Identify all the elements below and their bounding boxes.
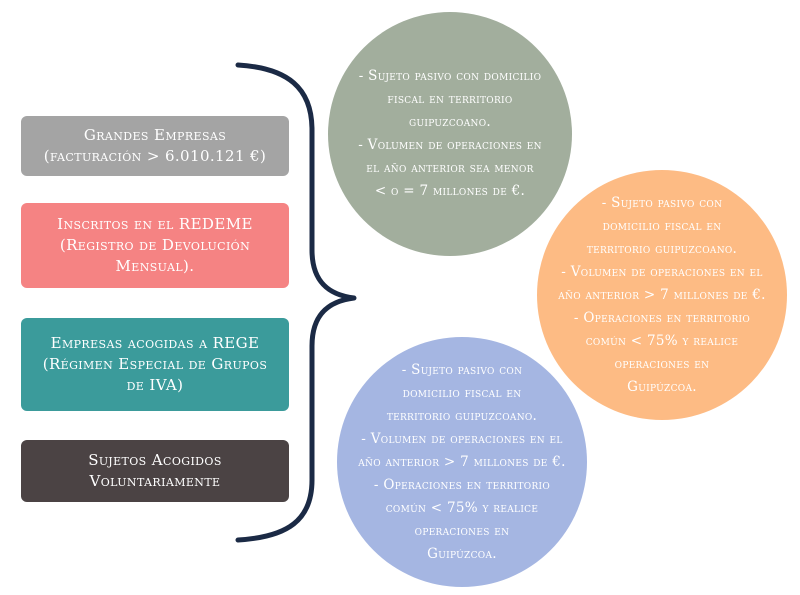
circle-text-line: territorio guipuzcoano. bbox=[586, 240, 738, 257]
box-line: de IVA) bbox=[126, 376, 184, 394]
box-sujetos-voluntarios: Sujetos Acogidos Voluntariamente bbox=[21, 440, 289, 502]
circle-text-line: fiscal en territorio bbox=[387, 91, 513, 107]
box-line: (Régimen Especial de Grupos bbox=[42, 355, 268, 373]
circle-text-line: - Sujeto pasivo con bbox=[601, 194, 723, 211]
circle-criteria-green: - Sujeto pasivo con domicilio fiscal en t… bbox=[328, 12, 572, 256]
box-line: Voluntariamente bbox=[89, 472, 221, 490]
circle-text-line: domicilio fiscal en bbox=[602, 217, 722, 234]
circle-text-line: < o = 7 millones de €. bbox=[374, 183, 526, 199]
box-empresas-rege: Empresas acogidas a REGE (Régimen Especi… bbox=[21, 318, 289, 411]
circle-text-line: Guipúzcoa. bbox=[627, 378, 697, 395]
box-line: Sujetos Acogidos bbox=[88, 451, 222, 469]
circle-text-line: domicilio fiscal en bbox=[402, 384, 522, 401]
circle-text-line: año anterior > 7 millones de €. bbox=[358, 453, 566, 470]
box-grandes-empresas: Grandes Empresas (facturación > 6.010.12… bbox=[21, 116, 289, 176]
box-line: (facturación > 6.010.121 €) bbox=[43, 147, 267, 165]
circle-criteria-orange: - Sujeto pasivo con domicilio fiscal en te… bbox=[537, 170, 787, 420]
circle-text-line: - Volumen de operaciones en bbox=[358, 137, 542, 153]
circle-text-line: común < 75% y realice bbox=[585, 332, 739, 349]
curly-brace-shape bbox=[235, 62, 357, 543]
circle-text-line: territorio guipuzcoano. bbox=[386, 407, 538, 424]
circle-text-line: - Sujeto pasivo con domicilio bbox=[358, 68, 542, 84]
circle-text-line: - Sujeto pasivo con bbox=[401, 361, 523, 378]
circle-text-line: el año anterior sea menor bbox=[366, 160, 534, 176]
circle-criteria-blue: - Sujeto pasivo con domicilio fiscal en te… bbox=[337, 337, 587, 587]
box-inscritos-redeme: Inscritos en el REDEME (Registro de Devo… bbox=[21, 203, 289, 288]
circle-text-line: - Volumen de operaciones en el bbox=[361, 430, 563, 447]
circle-text-line: operaciones en bbox=[414, 522, 510, 539]
box-line: Grandes Empresas bbox=[83, 126, 227, 144]
circle-text-line: año anterior > 7 millones de €. bbox=[558, 286, 766, 303]
circle-text-line: - Volumen de operaciones en el bbox=[561, 263, 763, 280]
circle-text-line: operaciones en bbox=[614, 355, 710, 372]
box-line: Mensual). bbox=[115, 257, 195, 275]
box-line: Inscritos en el REDEME bbox=[57, 215, 253, 233]
circle-text-line: Guipúzcoa. bbox=[427, 545, 497, 562]
circle-text-line: común < 75% y realice bbox=[385, 499, 539, 516]
box-line: Empresas acogidas a REGE bbox=[50, 334, 260, 352]
circle-text-line: - Operaciones en territorio bbox=[573, 309, 751, 326]
box-line: (Registro de Devolución bbox=[59, 236, 251, 254]
circle-text-line: guipuzcoano. bbox=[409, 114, 491, 130]
circle-text-line: - Operaciones en territorio bbox=[373, 476, 551, 493]
